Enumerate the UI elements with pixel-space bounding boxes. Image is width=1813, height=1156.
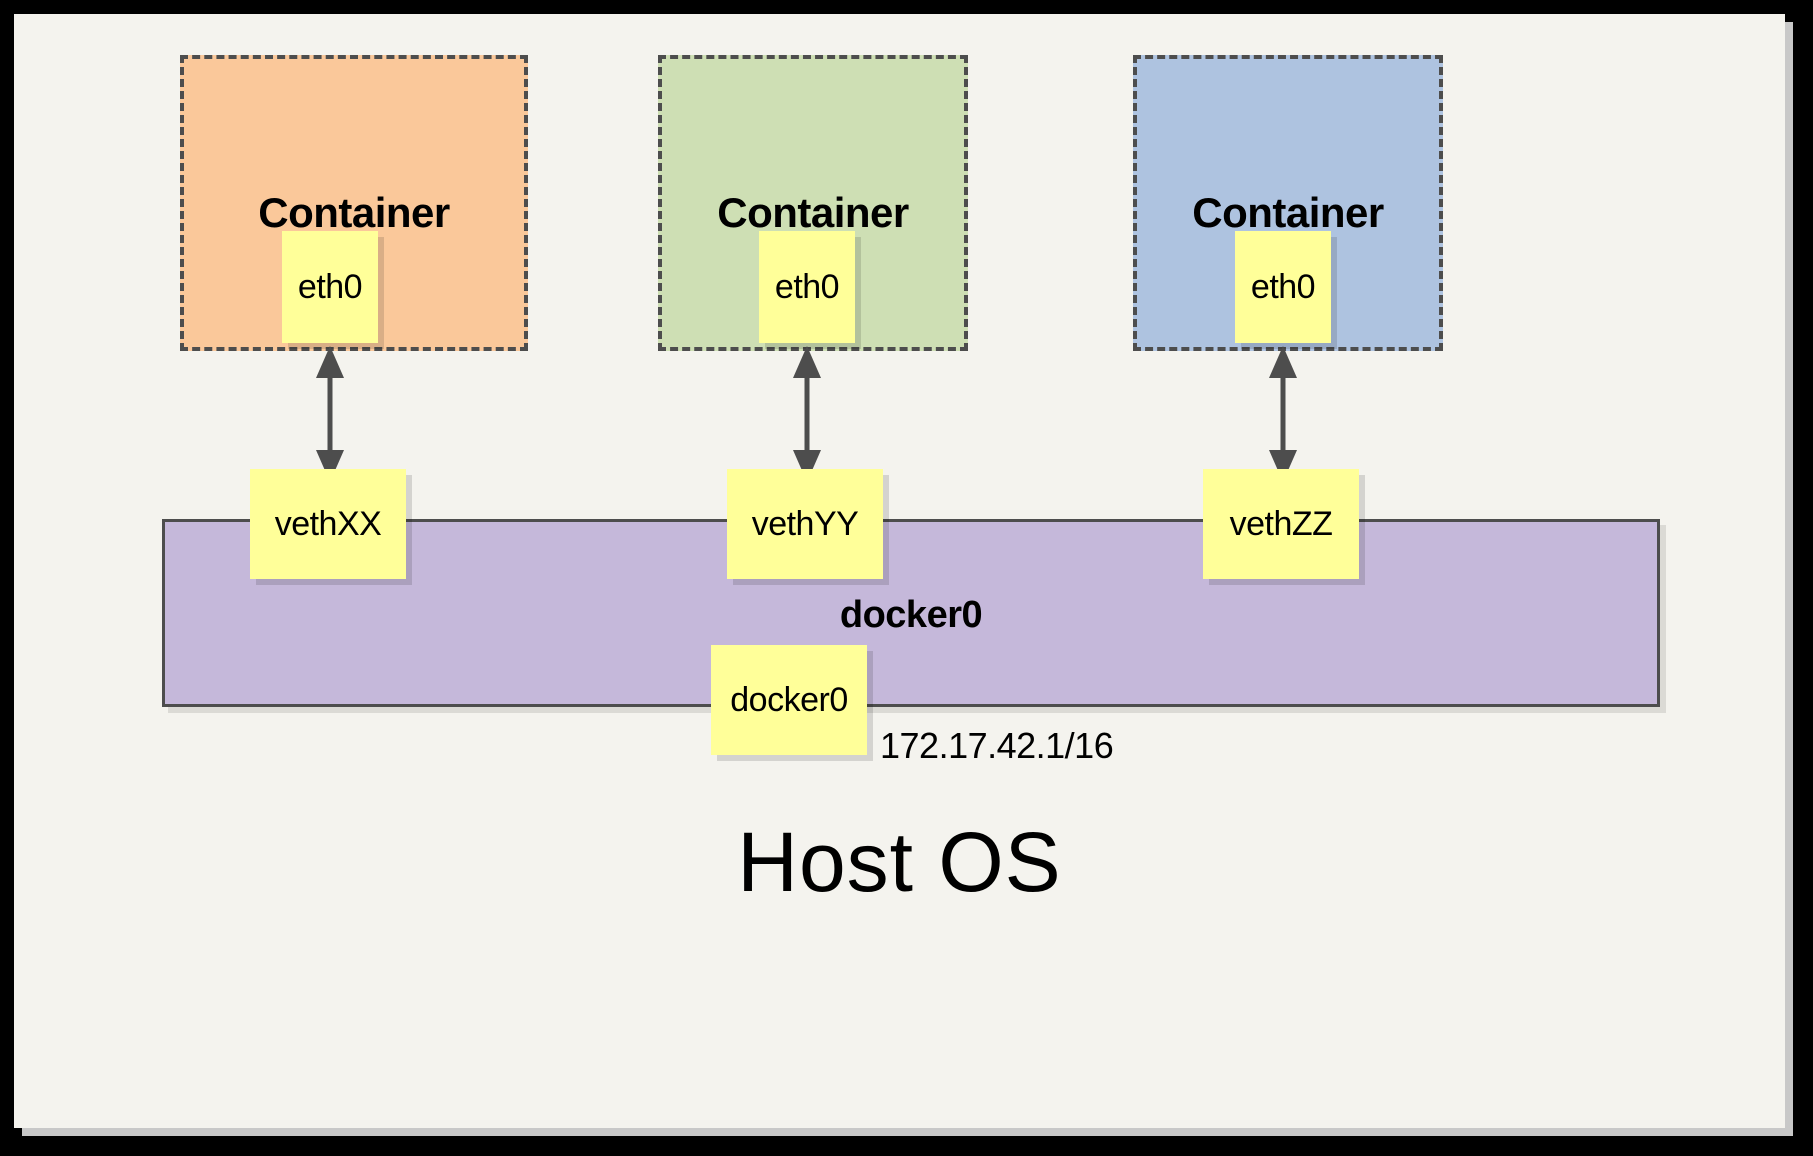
veth-note-label-1: vethXX (274, 504, 382, 543)
docker0-interface-note-label: docker0 (730, 680, 848, 719)
container-title-1: Container (258, 189, 450, 236)
docker0-bridge-label: docker0 (839, 594, 983, 636)
eth0-note-1: eth0 (282, 231, 378, 343)
veth-note-3: vethZZ (1203, 469, 1359, 579)
veth-note-1: vethXX (250, 469, 406, 579)
container-title-3: Container (1192, 189, 1384, 236)
eth0-note-label-3: eth0 (1250, 267, 1316, 306)
eth0-note-3: eth0 (1235, 231, 1331, 343)
docker0-ip-label: 172.17.42.1/16 (880, 725, 1114, 766)
veth-link-arrow-2 (793, 346, 821, 482)
diagram-canvas: Container eth0 Container eth0 Container … (14, 14, 1785, 1128)
veth-note-label-2: vethYY (751, 504, 859, 543)
veth-note-label-3: vethZZ (1229, 504, 1333, 543)
veth-link-arrow-1 (316, 346, 344, 482)
veth-note-2: vethYY (727, 469, 883, 579)
docker0-bridge-bar: docker0 (162, 519, 1660, 707)
eth0-note-label-2: eth0 (774, 267, 840, 306)
docker0-interface-note: docker0 (711, 645, 867, 755)
eth0-note-2: eth0 (759, 231, 855, 343)
host-os-title: Host OS (737, 815, 1062, 909)
container-title-2: Container (717, 189, 909, 236)
eth0-note-label-1: eth0 (297, 267, 363, 306)
veth-link-arrow-3 (1269, 346, 1297, 482)
